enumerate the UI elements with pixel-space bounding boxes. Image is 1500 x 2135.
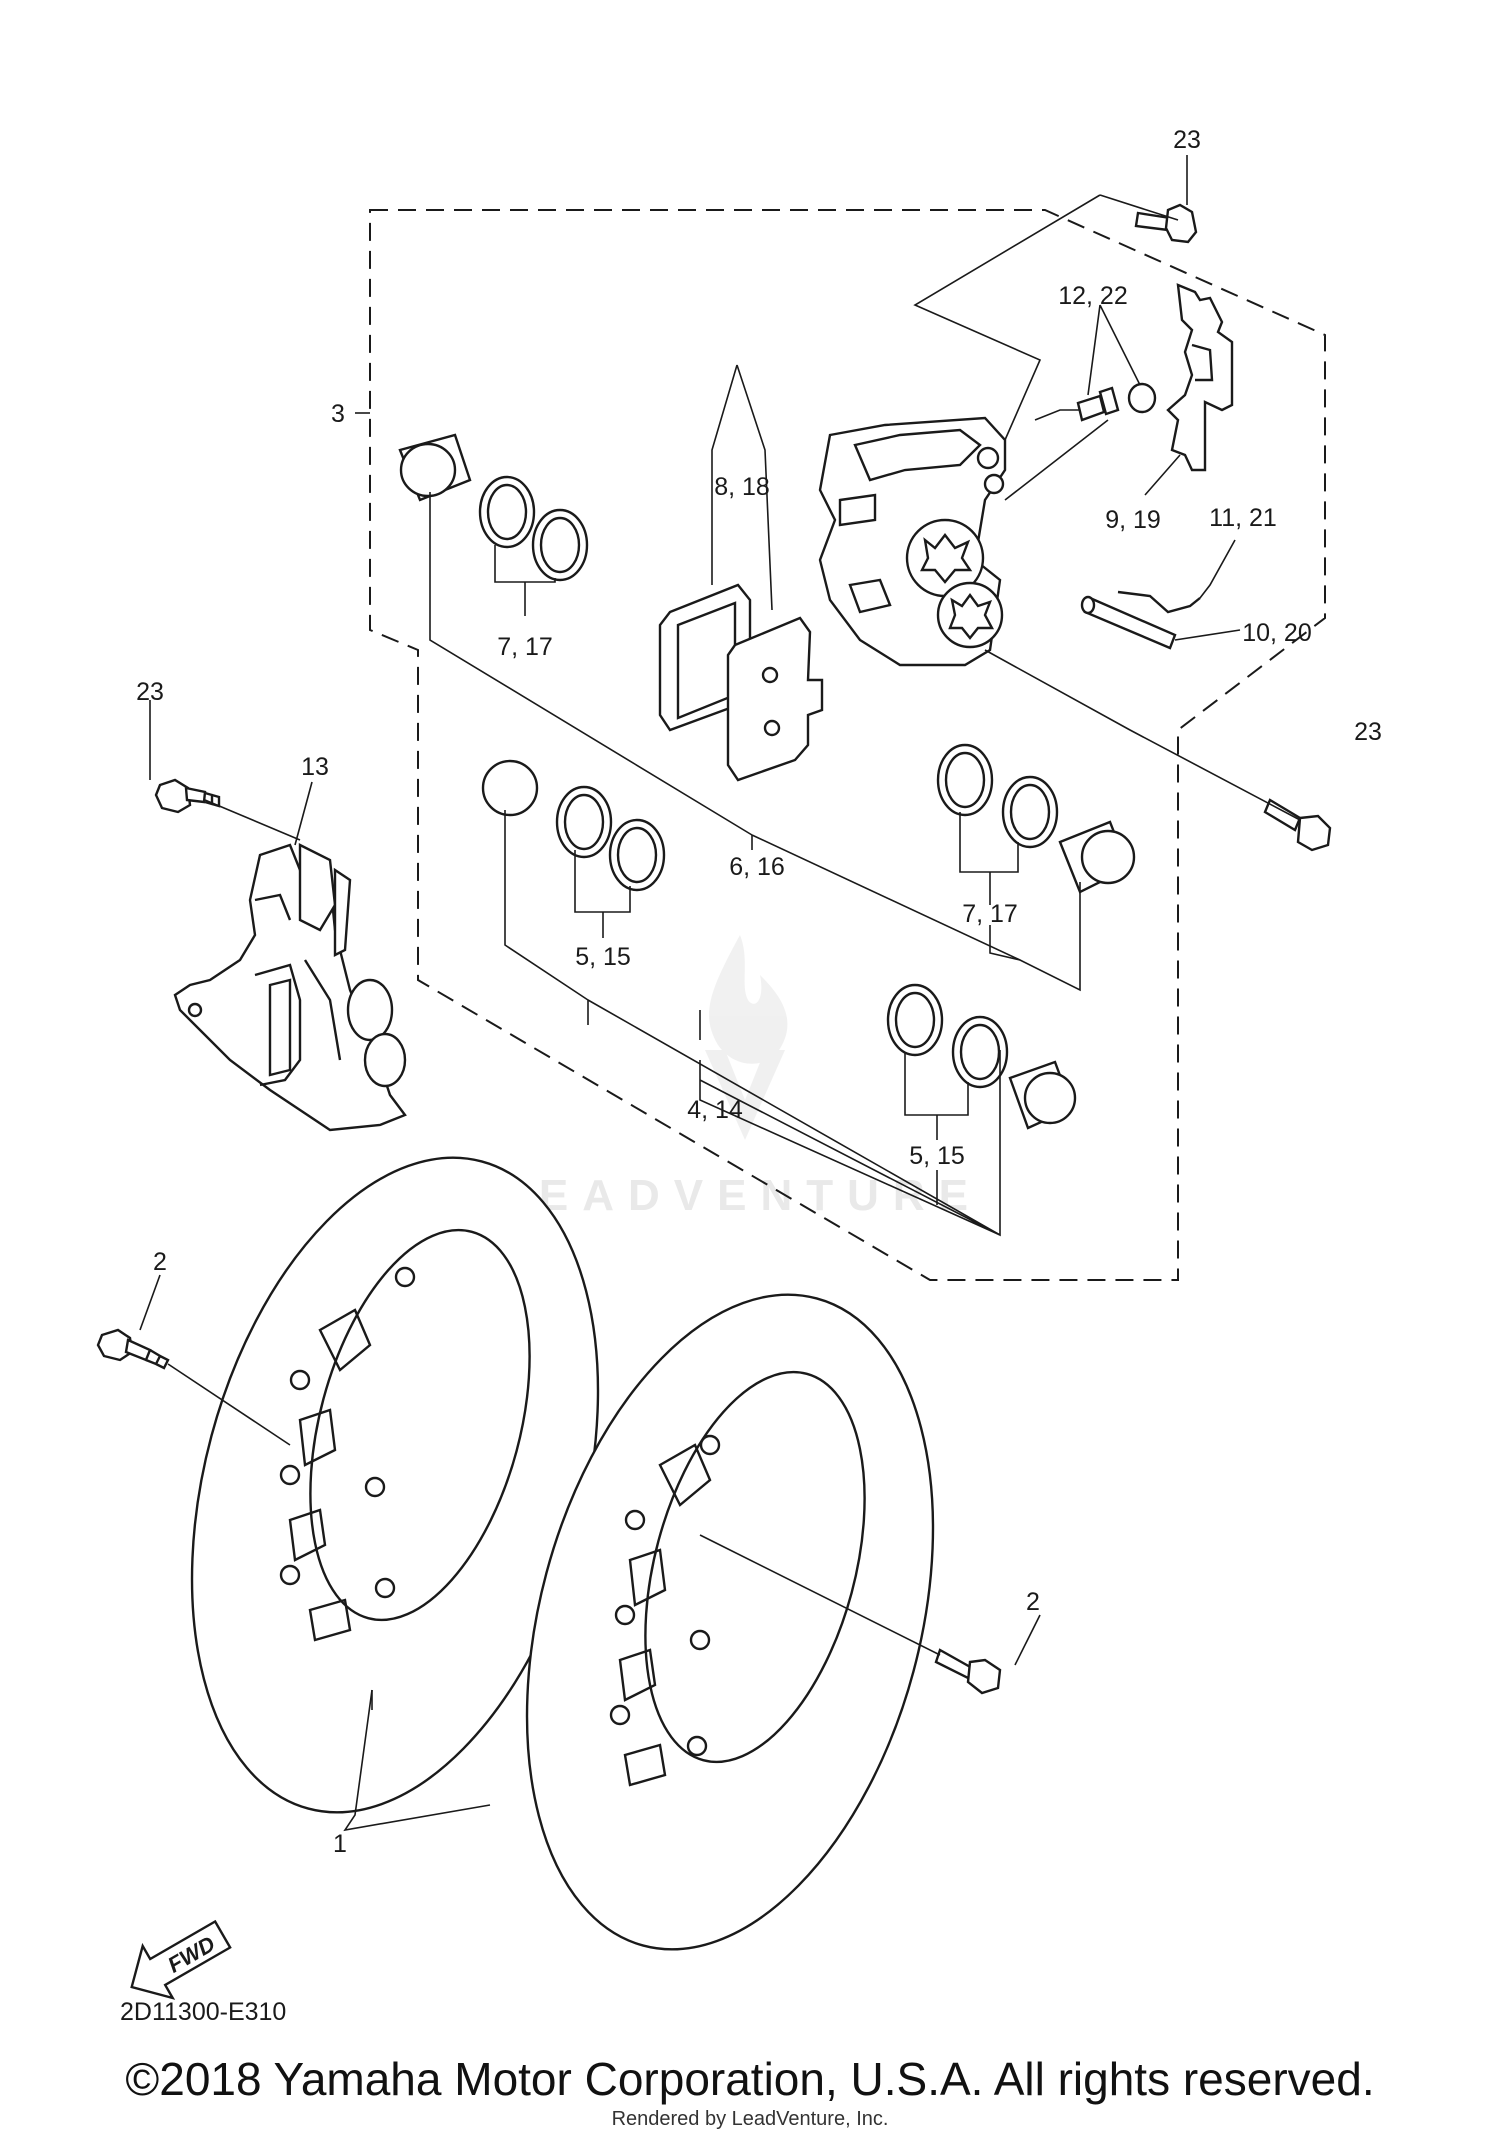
piston-seals-middle [481,743,1136,894]
callout-11-21: 11, 21 [1209,504,1277,532]
caliper-assembly-3 [818,416,1007,667]
callout-8-18: 8, 18 [714,473,770,501]
callout-2-right: 2 [1026,1588,1040,1616]
callout-5-15-middle: 5, 15 [575,943,631,971]
brake-disc-right [525,1293,935,1951]
rendered-by-notice: Rendered by LeadVenture, Inc. [611,2108,889,2130]
callout-2-left: 2 [153,1248,167,1276]
callout-5-15-lower: 5, 15 [909,1142,965,1170]
caliper-assembly-13 [173,843,407,1132]
bolt-2-right [934,1648,1002,1695]
bleed-screw-12-22 [1076,382,1157,422]
callout-12-22: 12, 22 [1058,282,1128,310]
callout-23-left: 23 [136,678,164,706]
leader-lines [139,155,1301,1832]
callout-6-16: 6, 16 [729,853,785,881]
callout-9-19: 9, 19 [1105,506,1161,534]
callout-7-17-right: 7, 17 [962,900,1018,928]
pad-spring-9-19 [1166,283,1234,472]
brake-pads-8-18 [658,583,824,782]
flame-logo-icon [705,935,788,1140]
kit-boundary [369,209,1326,1281]
callout-13: 13 [301,753,329,781]
drawing-code: 2D11300-E310 [120,1998,286,2026]
callout-10-20: 10, 20 [1242,619,1312,647]
brake-disc-left [190,1156,600,1814]
copyright-notice: ©2018 Yamaha Motor Corporation, U.S.A. A… [125,2053,1375,2105]
bolt-23-left [154,778,221,814]
watermark-text: LEADVENTURE [498,1171,982,1220]
bolt-23-top [1134,203,1198,244]
piston-seals-top [398,433,589,582]
callout-1: 1 [333,1830,347,1858]
callout-3: 3 [331,400,345,428]
watermark: LEADVENTURE [498,935,982,1220]
callout-4-14: 4, 14 [687,1096,743,1124]
bolt-2-left [96,1328,170,1370]
callout-23-top: 23 [1173,126,1201,154]
bolt-23-right [1263,798,1332,852]
pad-pin-10-20 [1080,590,1201,650]
piston-seals-lower [886,983,1077,1130]
callout-7-17-top: 7, 17 [497,633,553,661]
callout-23-right: 23 [1354,718,1382,746]
callout-labels: 23 12, 22 3 8, 18 9, 19 11, 21 7, 17 10,… [136,126,1382,1858]
